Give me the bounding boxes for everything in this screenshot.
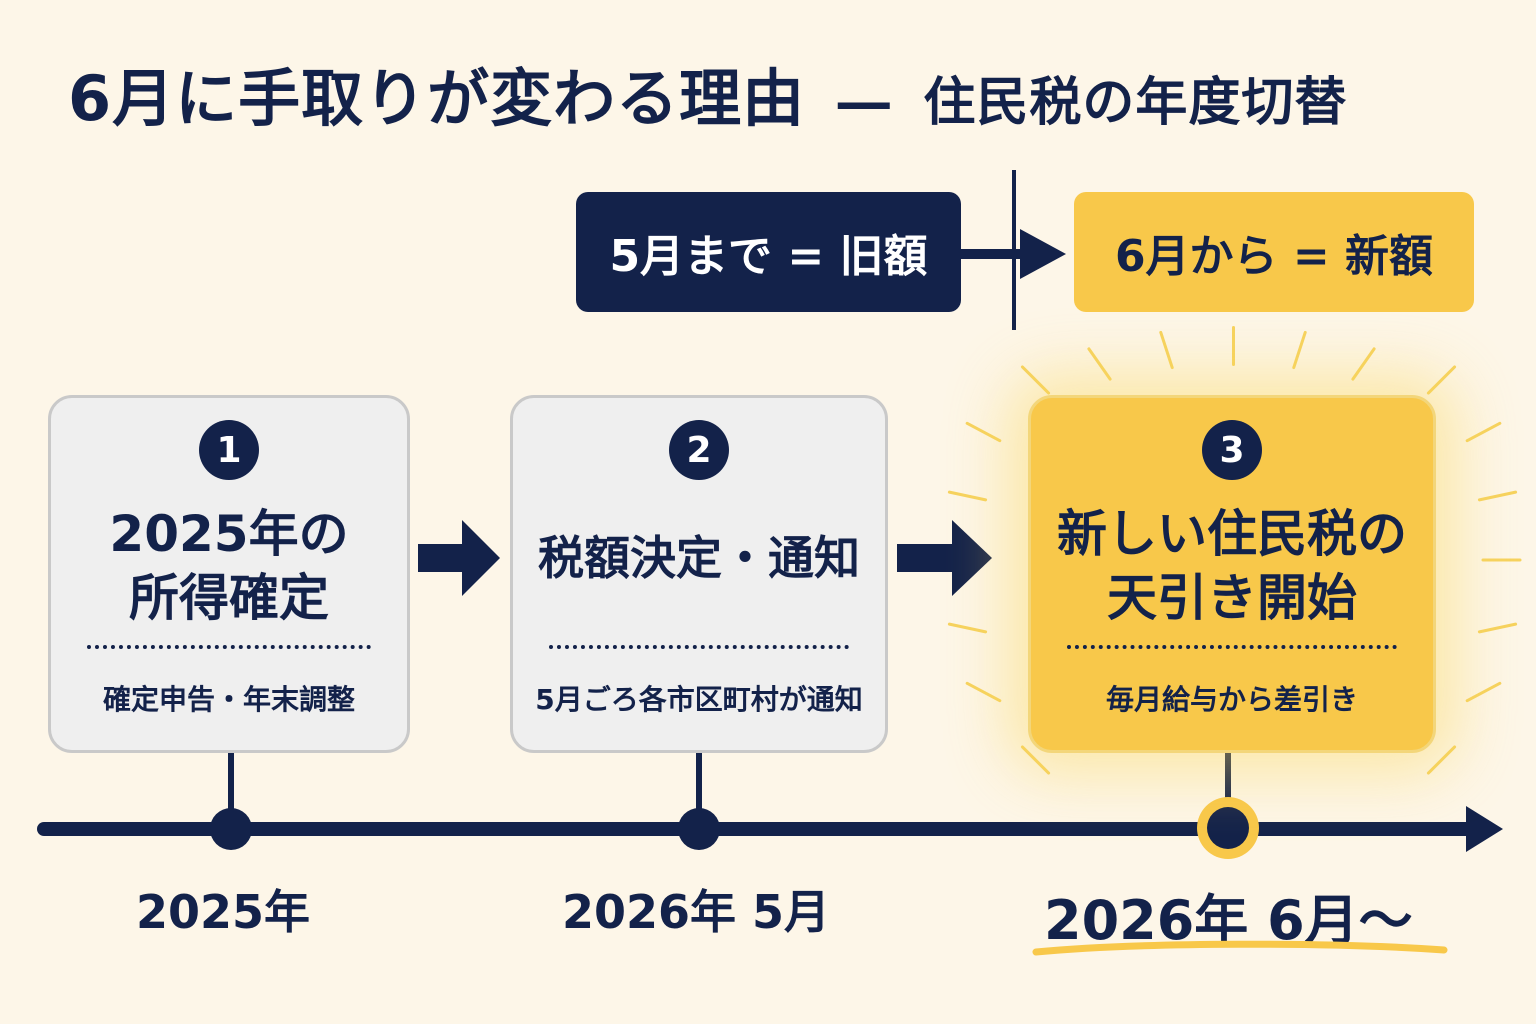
step-arrow-2 [897,520,992,596]
dotted-divider [549,645,849,649]
legend-new-amount: 6月から = 新額 [1074,192,1474,312]
dotted-divider [87,645,371,649]
step-number-badge: 3 [1202,420,1262,480]
step-note: 確定申告・年末調整 [102,683,355,716]
step-title: 2025年の 所得確定 [51,502,407,630]
step-number-badge: 1 [199,420,259,480]
timeline-axis [37,806,1503,852]
legend-old-label: 5月まで = 旧額 [609,231,928,282]
highlight-underline [1032,940,1448,956]
timeline-date-1: 2025年 [136,885,311,939]
step-card-3: 3 新しい住民税の 天引き開始 毎月給与から差引き [1028,395,1436,753]
step-title-line: 税額決定・通知 [538,531,860,585]
step-arrow-1 [418,520,500,596]
connector-2 [678,753,720,850]
legend-new-label: 6月から = 新額 [1114,231,1434,282]
timeline-date-2: 2026年 5月 [562,885,831,939]
step-title-line: 新しい住民税の [1057,505,1407,563]
dotted-divider [1067,645,1397,649]
title-dash: ― [837,73,891,133]
connector-3 [1197,753,1259,859]
step-title-line: 2025年の [109,505,349,563]
step-title-line: 所得確定 [129,569,329,627]
step-note: 毎月給与から差引き [1105,683,1358,716]
step-card-2: 2 税額決定・通知 5月ごろ各市区町村が通知 [510,395,888,753]
step-card-1: 1 2025年の 所得確定 確定申告・年末調整 [48,395,410,753]
step-title: 新しい住民税の 天引き開始 [1031,502,1433,630]
step-title: 税額決定・通知 [513,526,885,590]
title-subtitle: 住民税の年度切替 [923,73,1348,133]
step-title-line: 天引き開始 [1107,569,1357,627]
legend-old-amount: 5月まで = 旧額 [576,192,961,312]
legend-arrow [961,229,1066,279]
page-title: 6月に手取りが変わる理由 ― 住民税の年度切替 [68,62,1347,136]
connector-1 [210,753,252,850]
step-note: 5月ごろ各市区町村が通知 [535,683,863,716]
title-main: 6月に手取りが変わる理由 [68,62,806,135]
step-number-badge: 2 [669,420,729,480]
